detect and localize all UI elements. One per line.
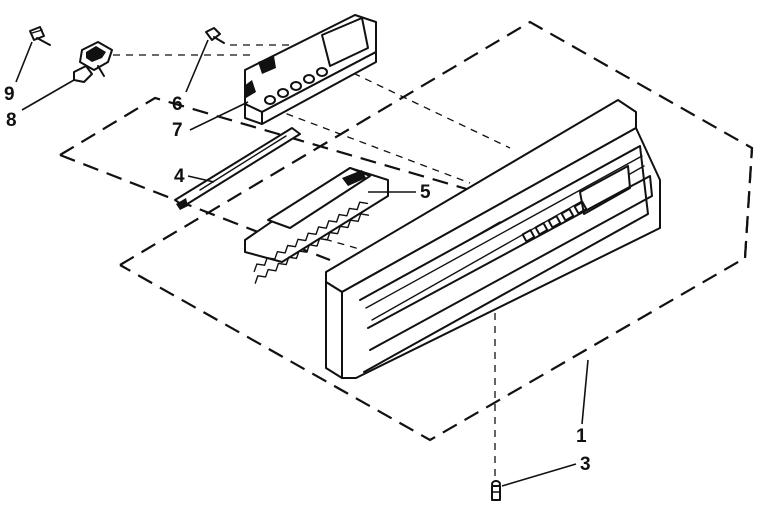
part-7-control-board (244, 14, 377, 125)
callout-5: 5 (420, 182, 431, 203)
callout-7: 7 (172, 120, 183, 141)
connector-pins (253, 201, 370, 284)
part-6-screw (205, 27, 225, 44)
callout-1: 1 (576, 426, 587, 447)
part-3-screw (491, 480, 501, 501)
part-8-clip (73, 41, 113, 83)
callout-6: 6 (172, 94, 183, 115)
board-buttons (264, 67, 328, 105)
callout-3: 3 (580, 454, 591, 475)
part-4-strip (174, 127, 301, 210)
panel-buttons (521, 201, 588, 243)
callout-labels: 9 8 6 7 4 5 1 3 (4, 84, 591, 475)
leader-lines (15, 39, 589, 487)
callout-9: 9 (4, 84, 15, 105)
callout-4: 4 (174, 166, 185, 187)
upper-group-boundary-dashed (59, 96, 471, 262)
part-1-control-panel (325, 99, 661, 379)
part-9-screw (29, 26, 51, 46)
assembly-boundary-dashed (119, 20, 754, 442)
part-5-circuit-assembly (244, 167, 389, 284)
callout-8: 8 (6, 110, 17, 131)
